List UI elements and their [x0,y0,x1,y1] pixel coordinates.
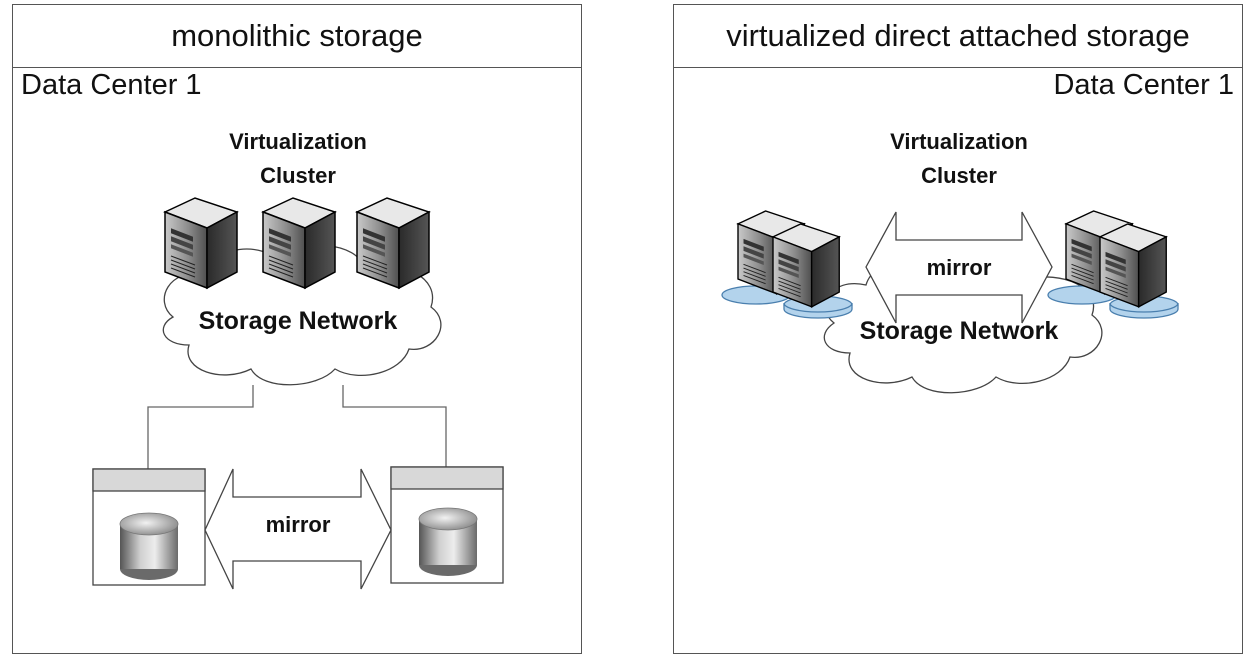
storage-link-left [147,385,254,470]
server-tower-icon [1099,223,1167,308]
datacenter-label: Data Center 1 [1053,69,1234,101]
monolithic-diagram [92,197,504,590]
monolithic-storage-panel: monolithic storage Data Center 1 [12,4,582,654]
cluster-label-line1: Virtualization [229,129,367,154]
mirror-label: mirror [926,255,992,280]
storage-network-label: Storage Network [198,307,398,335]
das-diagram [721,210,1179,394]
cluster-label-line2: Cluster [260,163,336,188]
cluster-label-line1: Virtualization [890,129,1028,154]
database-cylinder-icon [418,507,478,576]
database-cylinder-icon [119,512,179,580]
datacenter-label: Data Center 1 [21,69,202,101]
storage-network-label: Storage Network [859,317,1059,345]
panel-title: monolithic storage [13,5,581,68]
server-group-right [1047,210,1179,319]
server-tower-icon [164,197,238,289]
storage-link-right [342,385,447,470]
server-group-left [721,210,853,319]
mirror-label: mirror [265,512,331,537]
server-tower-icon [262,197,336,289]
panel-title: virtualized direct attached storage [674,5,1242,68]
storage-array-right [390,466,504,584]
mirror-double-arrow-icon [204,468,392,590]
mirror-double-arrow-icon [865,211,1053,324]
server-tower-icon [772,223,840,308]
server-tower-icon [356,197,430,289]
virtualized-das-panel: virtualized direct attached storage Data… [673,4,1243,654]
storage-array-left [92,468,206,586]
cluster-label-line2: Cluster [921,163,997,188]
